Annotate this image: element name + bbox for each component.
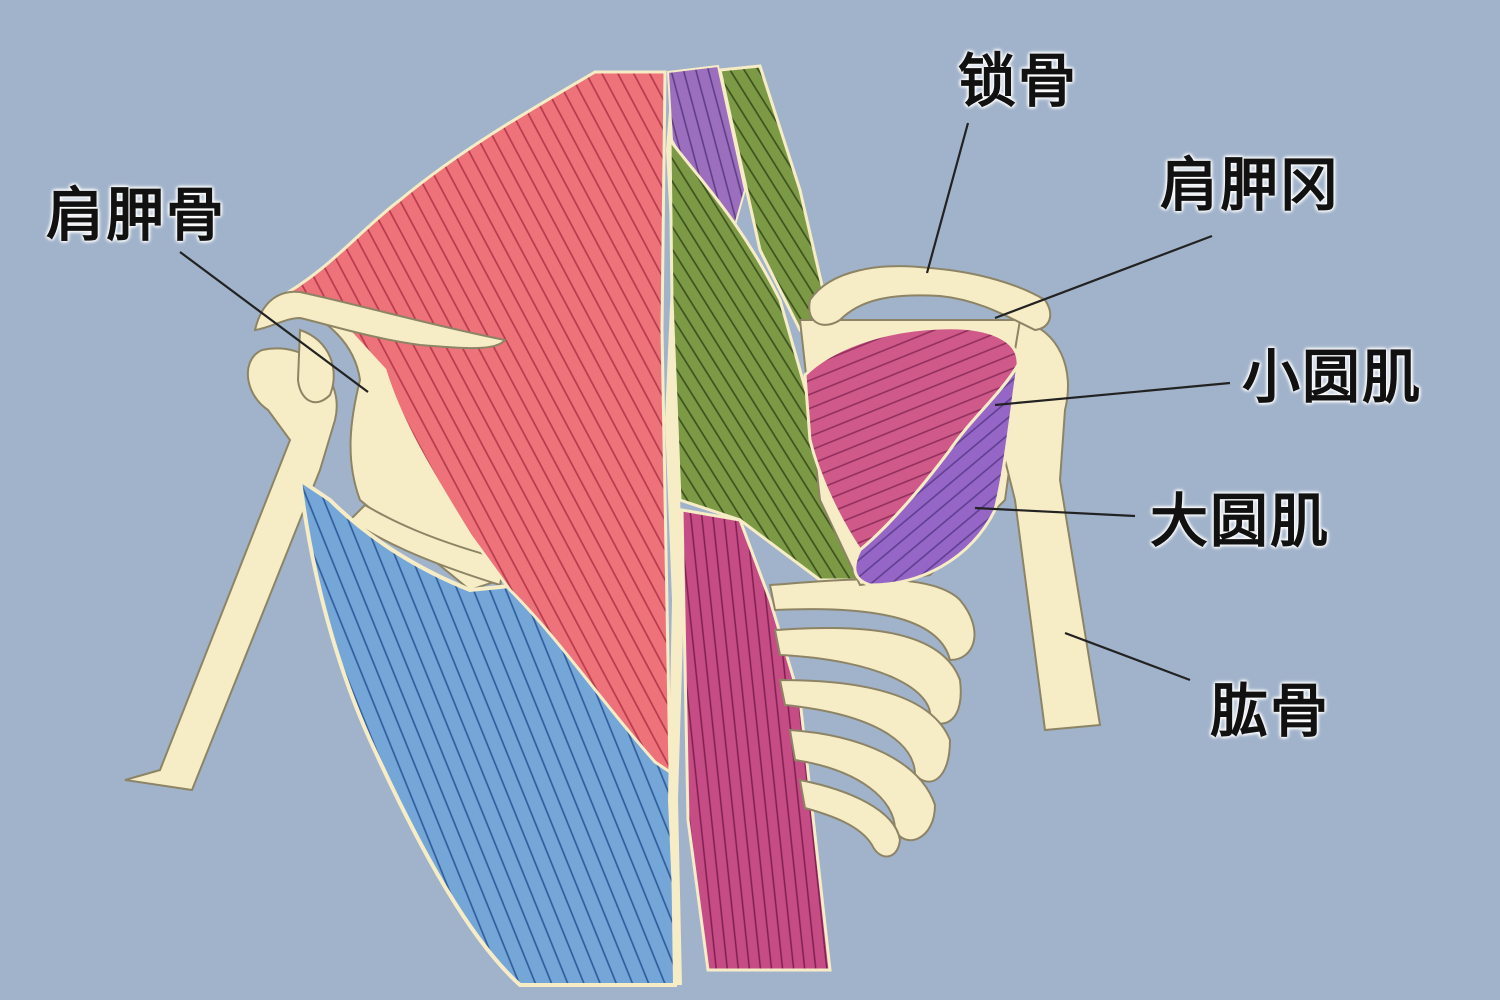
- label-clavicle: 锁骨: [958, 47, 1079, 115]
- label-scapula: 肩胛骨: [46, 181, 227, 249]
- left-humerus: [124, 347, 338, 792]
- erector-spinae: [680, 508, 832, 972]
- label-humerus: 肱骨: [1210, 677, 1331, 745]
- scapular-spine: [253, 290, 507, 350]
- label-teres-major: 大圆肌: [1150, 487, 1331, 555]
- leader-teres-minor: [994, 381, 1231, 407]
- leader-humerus: [1064, 631, 1191, 682]
- latissimus-dorsi: [297, 475, 678, 987]
- teres-major-muscle: [853, 364, 1020, 587]
- leader-clavicle: [925, 122, 970, 274]
- leader-scapula: [179, 251, 369, 393]
- leader-teres-major: [974, 506, 1136, 518]
- rhomboid: [668, 135, 862, 582]
- leader-glenoid: [994, 234, 1213, 320]
- acromion-left: [296, 328, 335, 404]
- label-teres-minor: 小圆肌: [1242, 343, 1423, 411]
- right-ribs: [768, 578, 976, 858]
- label-glenoid: 肩胛冈: [1160, 151, 1341, 219]
- right-clavicle: [808, 265, 1052, 332]
